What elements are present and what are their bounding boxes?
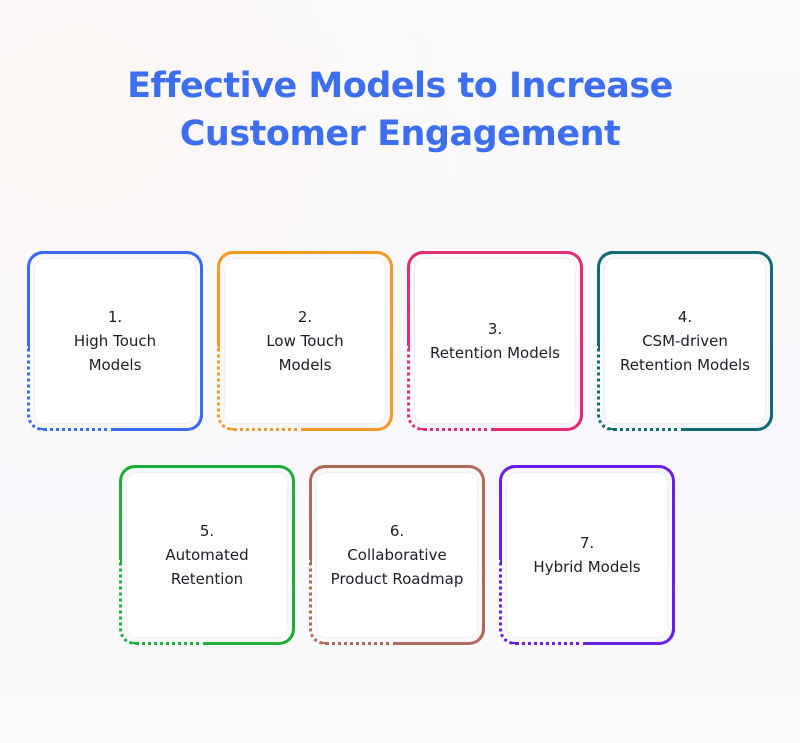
card-dotted-edge [135, 642, 207, 645]
card-label-line-2: Models [88, 356, 142, 374]
card-content: 6. Collaborative Product Roadmap [317, 473, 477, 637]
card-dotted-edge [423, 428, 495, 431]
card-high-touch-models: 1. High Touch Models [27, 251, 203, 431]
card-border [27, 251, 203, 431]
card-border-left [217, 251, 233, 346]
title-line-1: Effective Models to Increase [127, 66, 673, 106]
card-number: 3. [487, 320, 503, 338]
card-border [407, 251, 583, 431]
card-label-line-2: Models [278, 356, 332, 374]
card-label-line-1: Hybrid Models [533, 558, 641, 576]
card-number: 4. [677, 308, 693, 326]
card-automated-retention: 5. Automated Retention [119, 465, 295, 645]
card-label-line-1: Low Touch [266, 332, 344, 350]
card-dotted-edge [613, 428, 685, 431]
card-border-left [119, 465, 135, 560]
card-border-left [407, 251, 423, 346]
card-number: 1. [107, 308, 123, 326]
card-number: 6. [389, 522, 405, 540]
page-title: Effective Models to Increase Customer En… [0, 62, 800, 158]
card-dotted-edge [515, 642, 587, 645]
card-dotted-edge [233, 428, 305, 431]
card-label-line-1: Retention Models [430, 344, 560, 362]
card-content: 2. Low Touch Models [225, 259, 385, 423]
card-label-line-1: CSM-driven [642, 332, 728, 350]
card-collaborative-product-roadmap: 6. Collaborative Product Roadmap [309, 465, 485, 645]
card-label-line-2: Retention [170, 570, 244, 588]
card-border-left [27, 251, 43, 346]
card-border [499, 465, 675, 645]
card-border [119, 465, 295, 645]
card-csm-driven-retention-models: 4. CSM-driven Retention Models [597, 251, 773, 431]
card-label-line-1: Collaborative [347, 546, 447, 564]
card-label-line-1: High Touch [73, 332, 157, 350]
card-low-touch-models: 2. Low Touch Models [217, 251, 393, 431]
card-content: 7. Hybrid Models [507, 473, 667, 637]
card-content: 1. High Touch Models [35, 259, 195, 423]
card-number: 2. [297, 308, 313, 326]
card-content: 5. Automated Retention [127, 473, 287, 637]
card-border [597, 251, 773, 431]
card-border [217, 251, 393, 431]
card-number: 5. [199, 522, 215, 540]
card-border-left [309, 465, 325, 560]
card-border-left [499, 465, 515, 560]
card-label-line-2: Product Roadmap [330, 570, 464, 588]
card-dotted-edge [325, 642, 397, 645]
card-label-line-1: Automated [165, 546, 249, 564]
title-line-2: Customer Engagement [179, 114, 621, 154]
card-number: 7. [579, 534, 595, 552]
card-border-left [597, 251, 613, 346]
card-dotted-edge [43, 428, 115, 431]
card-retention-models: 3. Retention Models [407, 251, 583, 431]
card-label-line-2: Retention Models [620, 356, 750, 374]
card-border [309, 465, 485, 645]
card-content: 4. CSM-driven Retention Models [605, 259, 765, 423]
card-content: 3. Retention Models [415, 259, 575, 423]
card-hybrid-models: 7. Hybrid Models [499, 465, 675, 645]
